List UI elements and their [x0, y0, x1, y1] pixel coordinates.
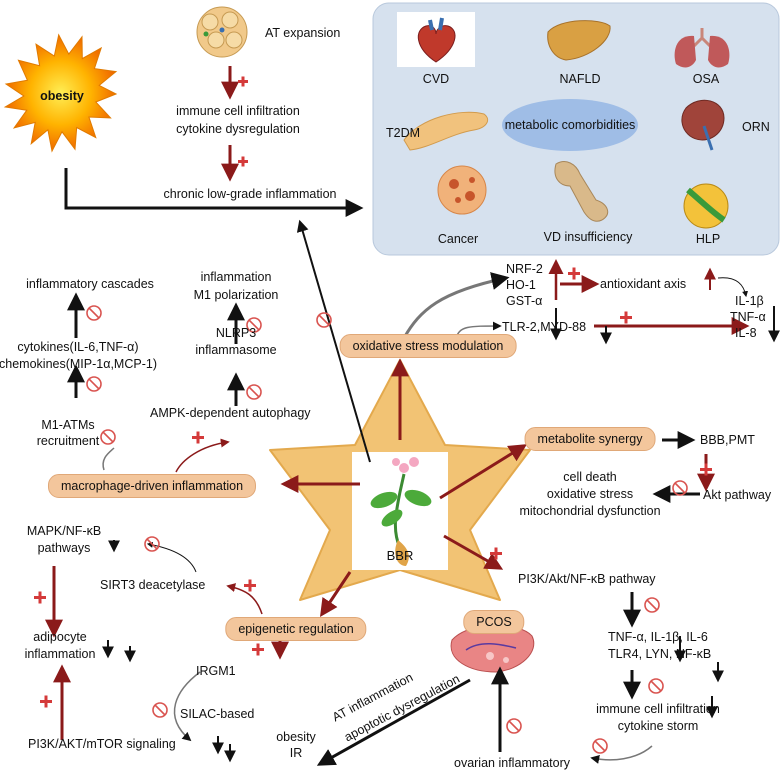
- cascades-label: inflammatory cascades: [26, 277, 154, 291]
- immune-line2: cytokine dysregulation: [176, 122, 300, 136]
- ovarian-label: ovarian inflammatory: [453, 756, 571, 770]
- inflammation-line1: inflammation: [200, 270, 272, 284]
- nlrp3-line2: inflammasome: [195, 343, 277, 357]
- orn-label: ORN: [742, 120, 770, 134]
- kidney-icon: [681, 99, 725, 151]
- il8-label: IL-8: [735, 326, 757, 340]
- death-line1: cell death: [563, 470, 617, 484]
- pcos-pill: PCOS: [463, 610, 525, 634]
- ovary-icon: [450, 624, 535, 673]
- comorbidities-ellipse: [502, 99, 638, 151]
- obesity-sun-icon: [3, 33, 118, 153]
- tnf-line2: TLR4, LYN, NF-κB: [608, 647, 712, 661]
- tlr-label: TLR-2,MYD-88: [502, 320, 587, 334]
- hlp-label: HLP: [695, 232, 721, 246]
- down-arrow-markers: [124, 308, 724, 763]
- adipose-tissue-icon: [196, 6, 248, 58]
- plus-markers: [34, 76, 712, 708]
- liver-icon: [547, 20, 611, 61]
- inflammation-line2: M1 polarization: [193, 288, 279, 302]
- irgm1-label: IRGM1: [196, 664, 236, 678]
- immune-line1: immune cell infiltration: [176, 104, 300, 118]
- nrf2-label: NRF-2: [506, 262, 543, 276]
- pi3k-pathway-label: PI3K/Akt/NF-κB pathway: [518, 572, 656, 586]
- herb-plant-icon: [370, 457, 432, 566]
- cancer-cell-icon: [437, 165, 487, 215]
- inhibit-markers: [86, 305, 688, 754]
- lungs-icon: [674, 28, 730, 68]
- pi3k-mtor-label: PI3K/AKT/mTOR signaling: [28, 737, 176, 751]
- metabolite-synergy-pill: metabolite synergy: [524, 427, 656, 451]
- lipid-vessel-icon: [683, 183, 729, 229]
- t2dm-label: T2DM: [386, 126, 421, 140]
- il1b-label: IL-1β: [735, 294, 764, 308]
- storm-line2: cytokine storm: [617, 719, 699, 733]
- chronic-inflammation-label: chronic low-grade inflammation: [163, 187, 337, 201]
- ampk-label: AMPK-dependent autophagy: [150, 406, 311, 420]
- bone-icon: [554, 161, 609, 222]
- ir-label: IR: [289, 746, 303, 760]
- pancreas-icon: [403, 111, 489, 151]
- cancer-label: Cancer: [437, 232, 479, 246]
- epigenetic-regulation-pill: epigenetic regulation: [225, 617, 367, 641]
- adipocyte-line2: inflammation: [24, 647, 96, 661]
- tnfa-label: TNF-α: [730, 310, 766, 324]
- tnf-line1: TNF-α, IL-1β, IL-6: [608, 630, 708, 644]
- nlrp3-line1: NLRP3: [215, 326, 257, 340]
- cytokines-line2: chemokines(MIP-1α,MCP-1): [0, 357, 157, 371]
- silac-label: SILAC-based: [180, 707, 255, 721]
- at-expansion-label: AT expansion: [265, 26, 341, 40]
- pcos-obesity-label: obesity: [276, 730, 316, 744]
- oxidative-stress-pill: oxidative stress modulation: [339, 334, 517, 358]
- vd-label: VD insufficiency: [543, 230, 633, 244]
- obesity-label: obesity: [40, 89, 84, 103]
- mapk-line2: pathways: [37, 541, 91, 555]
- mapk-line1: MAPK/NF-κB: [26, 524, 102, 538]
- bbb-label: BBB,PMT: [700, 433, 755, 447]
- cvd-label: CVD: [422, 72, 450, 86]
- adipocyte-line1: adipocyte: [33, 630, 87, 644]
- heart-icon: [397, 12, 475, 67]
- sirt3-label: SIRT3 deacetylase: [100, 578, 206, 592]
- antioxidant-axis-label: antioxidant axis: [600, 277, 687, 291]
- m1-line1: M1-ATMs: [41, 418, 95, 432]
- akt-label: Akt pathway: [703, 488, 772, 502]
- gst-label: GST-α: [506, 294, 543, 308]
- bbr-label: BBR: [386, 548, 414, 563]
- storm-line1: immune cell infiltration: [596, 702, 720, 716]
- osa-label: OSA: [692, 72, 720, 86]
- macrophage-inflammation-pill: macrophage-driven inflammation: [47, 474, 257, 498]
- nafld-label: NAFLD: [559, 72, 601, 86]
- comorbidities-title: metabolic comorbidities: [504, 118, 636, 132]
- cytokines-line1: cytokines(IL-6,TNF-α): [17, 340, 139, 354]
- death-line2: oxidative stress: [546, 487, 634, 501]
- ho1-label: HO-1: [506, 278, 536, 292]
- death-line3: mitochondrial dysfunction: [519, 504, 661, 518]
- m1-line2: recruitment: [36, 434, 100, 448]
